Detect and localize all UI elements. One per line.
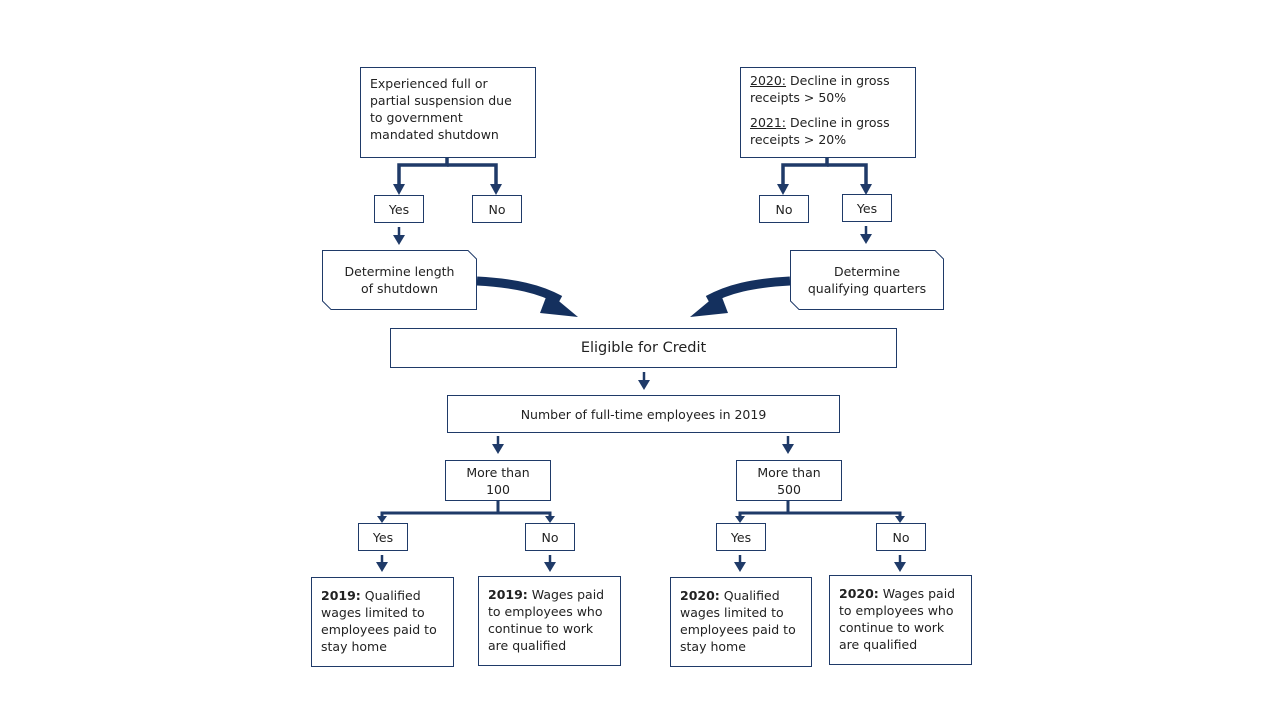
right-yes-label: Yes: [730, 529, 752, 545]
receipts-2020-line-1: 2020: Decline in gross: [750, 72, 907, 89]
threshold-500-line-2: 500: [777, 481, 801, 497]
left-no-label: No: [541, 529, 559, 545]
outcome-2019-yes-year: 2019:: [321, 588, 361, 603]
outcome-2020-yes-line-2: wages limited to: [680, 605, 784, 620]
outcome-2019-no-line-1: 2019: Wages paid: [488, 586, 612, 603]
outcome-2020-no-text-1: Wages paid: [882, 586, 956, 601]
threshold-100-text: More than 100: [466, 464, 529, 498]
outcome-2019-no-year: 2019:: [488, 587, 528, 602]
threshold-100-line-1: More than: [466, 464, 530, 480]
outcome-2020-no-line-4: are qualified: [839, 637, 918, 652]
determine-shutdown-line-2: of shutdown: [360, 281, 438, 296]
outcome-2019-no-line-2: to employees who: [488, 604, 603, 619]
left-yes-label: Yes: [372, 529, 394, 545]
shutdown-yes-box: Yes: [374, 195, 424, 223]
right-no-box: No: [876, 523, 926, 551]
shutdown-no-label: No: [488, 201, 506, 217]
shutdown-yes-label: Yes: [388, 201, 410, 217]
left-yes-box: Yes: [358, 523, 408, 551]
receipts-2020-line-2: receipts > 50%: [750, 90, 847, 105]
employees-label: Number of full-time employees in 2019: [520, 406, 767, 422]
shutdown-line-2: partial suspension due: [370, 93, 512, 108]
shutdown-line-4: mandated shutdown: [370, 127, 499, 142]
connector-receipts-split: [781, 157, 829, 185]
determine-shutdown-line-1: Determine length: [344, 264, 455, 279]
left-no-box: No: [525, 523, 575, 551]
threshold-500-box: More than 500: [736, 460, 842, 501]
receipts-no-label: No: [775, 201, 793, 217]
threshold-100-box: More than 100: [445, 460, 551, 501]
outcome-2020-yes-year: 2020:: [680, 588, 720, 603]
year-2021-label: 2021:: [750, 115, 787, 130]
receipts-2020-text-1: Decline in gross: [790, 73, 890, 88]
year-2020-label: 2020:: [750, 73, 787, 88]
right-no-label: No: [892, 529, 910, 545]
outcome-2020-no-line-3: continue to work: [839, 620, 945, 635]
receipts-question-box: 2020: Decline in gross receipts > 50% 20…: [740, 67, 916, 158]
outcome-2020-no-year: 2020:: [839, 586, 879, 601]
eligible-box: Eligible for Credit: [390, 328, 897, 368]
connector-shutdown-split: [397, 157, 449, 185]
outcome-2020-yes-line-3: employees paid to: [680, 622, 796, 637]
outcome-2019-yes-line-3: employees paid to: [321, 622, 437, 637]
receipts-2021-line-1: 2021: Decline in gross: [750, 114, 907, 131]
outcome-2019-yes-box: 2019: Qualified wages limited to employe…: [311, 577, 454, 667]
determine-quarters-line-1: Determine: [833, 264, 901, 279]
outcome-2019-no-line-4: are qualified: [488, 638, 567, 653]
receipts-2021-text-1: Decline in gross: [790, 115, 890, 130]
determine-quarters-text: Determine qualifying quarters: [798, 263, 936, 297]
threshold-500-text: More than 500: [757, 464, 820, 498]
employees-box: Number of full-time employees in 2019: [447, 395, 840, 433]
shutdown-line-1: Experienced full or: [370, 76, 488, 91]
curved-arrow-right: [705, 276, 791, 304]
outcome-2020-no-line-2: to employees who: [839, 603, 954, 618]
outcome-2020-no-line-1: 2020: Wages paid: [839, 585, 963, 602]
shutdown-question-box: Experienced full or partial suspension d…: [360, 67, 536, 158]
curved-arrow-left: [476, 276, 563, 304]
outcome-2020-yes-box: 2020: Qualified wages limited to employe…: [670, 577, 812, 667]
outcome-2019-no-box: 2019: Wages paid to employees who contin…: [478, 576, 621, 666]
receipts-yes-box: Yes: [842, 194, 892, 222]
receipts-no-box: No: [759, 195, 809, 223]
determine-shutdown-text: Determine length of shutdown: [335, 263, 465, 297]
outcome-2019-yes-text-1: Qualified: [364, 588, 421, 603]
determine-quarters-line-2: qualifying quarters: [807, 281, 927, 296]
outcome-2020-no-box: 2020: Wages paid to employees who contin…: [829, 575, 972, 665]
shutdown-line-3: to government: [370, 110, 463, 125]
outcome-2020-yes-line-4: stay home: [680, 639, 746, 654]
receipts-yes-label: Yes: [856, 200, 878, 216]
eligible-label: Eligible for Credit: [580, 339, 707, 356]
determine-shutdown-box: Determine length of shutdown: [322, 250, 477, 310]
outcome-2019-no-text-1: Wages paid: [531, 587, 605, 602]
threshold-100-line-2: 100: [486, 481, 510, 497]
outcome-2020-yes-line-1: 2020: Qualified: [680, 587, 803, 604]
outcome-2019-yes-line-1: 2019: Qualified: [321, 587, 445, 604]
outcome-2019-yes-line-2: wages limited to: [321, 605, 425, 620]
outcome-2020-yes-text-1: Qualified: [723, 588, 780, 603]
right-yes-box: Yes: [716, 523, 766, 551]
outcome-2019-yes-line-4: stay home: [321, 639, 387, 654]
outcome-2019-no-line-3: continue to work: [488, 621, 594, 636]
threshold-500-line-1: More than: [757, 464, 821, 480]
shutdown-no-box: No: [472, 195, 522, 223]
determine-quarters-box: Determine qualifying quarters: [790, 250, 944, 310]
receipts-2021-line-2: receipts > 20%: [750, 132, 847, 147]
